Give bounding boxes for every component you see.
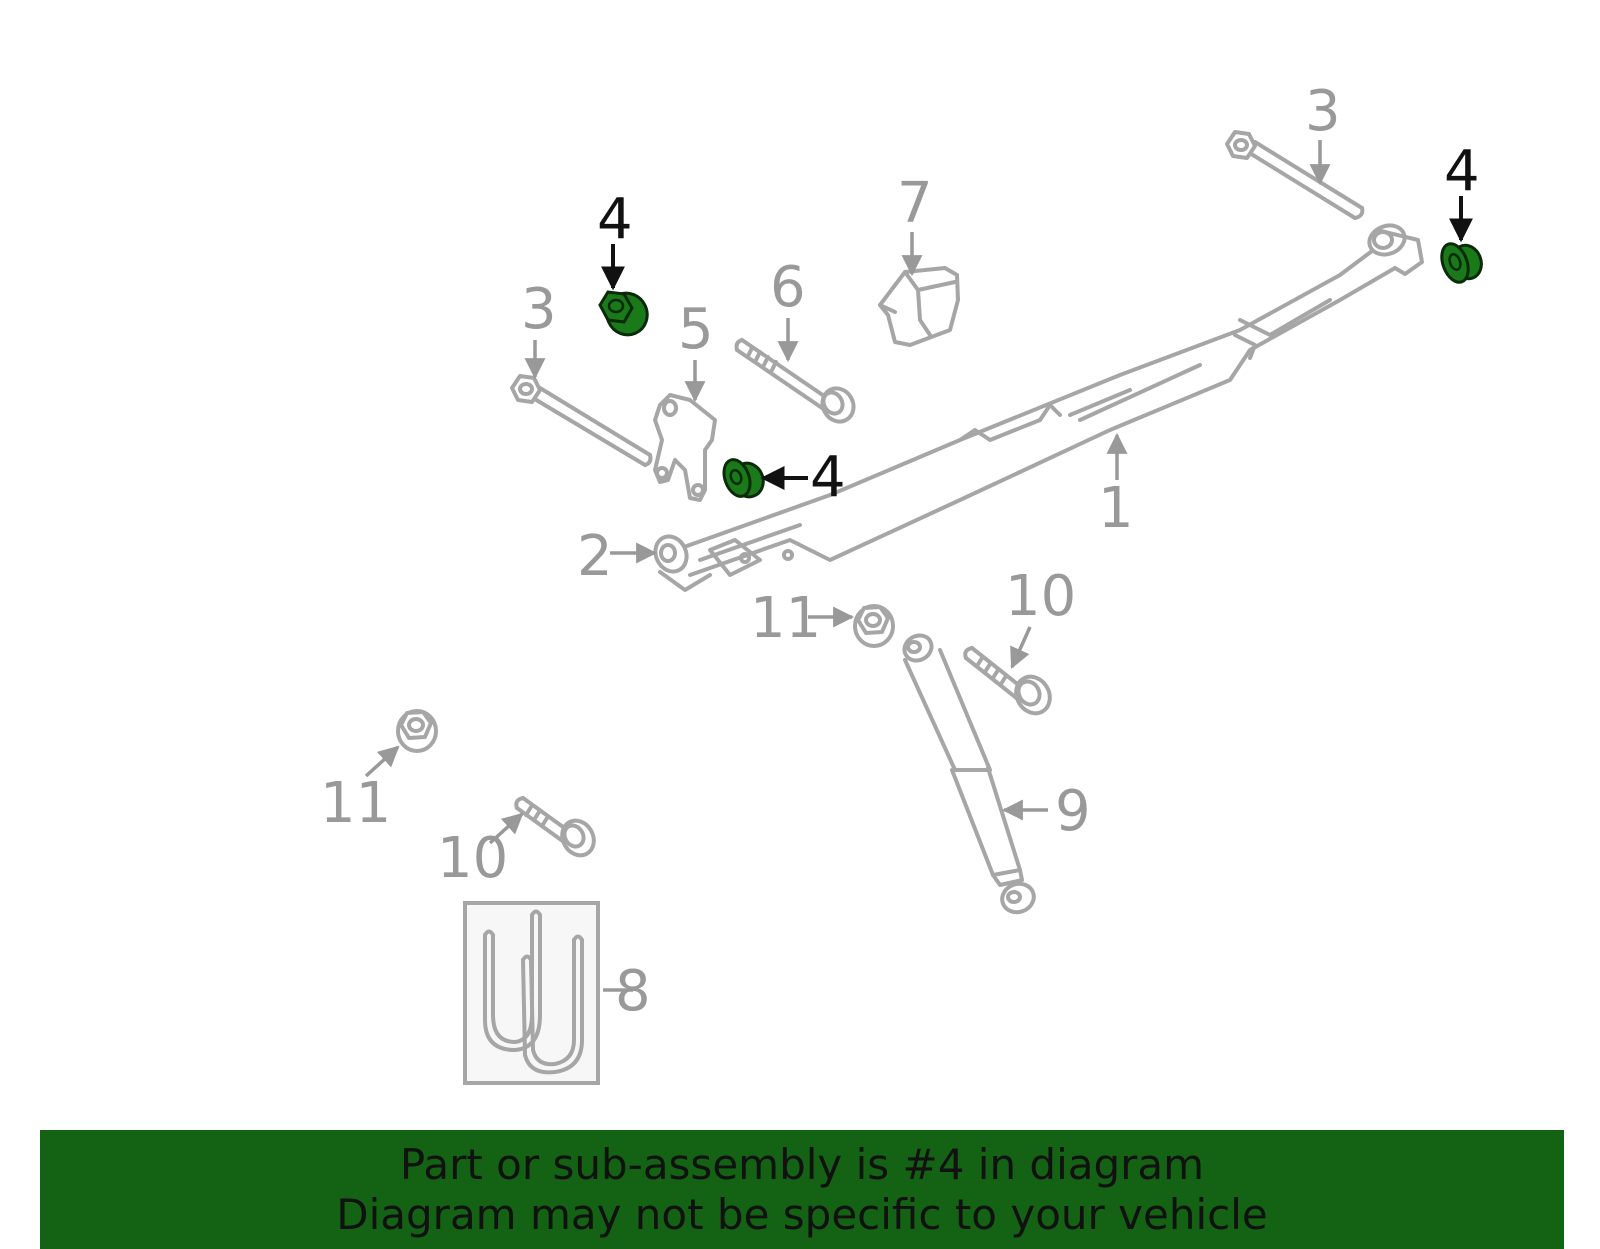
callout-10-right: 10 xyxy=(1005,564,1076,629)
shackle-bolt-right-part[interactable] xyxy=(1225,130,1365,220)
callout-8: 8 xyxy=(615,959,651,1024)
banner-line-disclaimer: Diagram may not be specific to your vehi… xyxy=(336,1189,1268,1239)
bushing-part[interactable] xyxy=(650,531,712,592)
callout-2: 2 xyxy=(577,524,613,589)
callout-9: 9 xyxy=(1055,779,1091,844)
highlighted-nut-right-part[interactable] xyxy=(1437,240,1486,286)
callout-3-right: 3 xyxy=(1305,79,1341,144)
u-bolt-kit-part[interactable] xyxy=(463,901,600,1085)
callout-3-left: 3 xyxy=(521,277,557,342)
callout-1: 1 xyxy=(1098,476,1134,541)
shock-bolt-right-part[interactable] xyxy=(963,646,1056,719)
highlighted-nut-top-left-part[interactable] xyxy=(598,287,654,342)
bump-stop-part[interactable] xyxy=(878,266,960,347)
parts-diagram: 1 2 3 3 4 4 4 5 6 7 8 9 10 10 11 11 xyxy=(320,79,1486,1085)
callout-11-left: 11 xyxy=(320,771,391,836)
callout-4-right: 4 xyxy=(1444,139,1480,204)
callout-4-middle: 4 xyxy=(810,445,846,510)
callout-10-left: 10 xyxy=(437,826,508,891)
shackle-bolt-left-part[interactable] xyxy=(510,374,653,467)
callout-11-middle: 11 xyxy=(750,586,821,651)
shock-nut-left-part[interactable] xyxy=(396,709,438,753)
bolt-part[interactable] xyxy=(734,338,860,427)
shackle-part[interactable] xyxy=(653,393,717,502)
highlighted-nut-middle-part[interactable] xyxy=(719,456,768,501)
shock-nut-middle-part[interactable] xyxy=(853,604,895,648)
info-banner: Part or sub-assembly is #4 in diagram Di… xyxy=(40,1130,1564,1249)
callout-4-top-left: 4 xyxy=(597,187,633,252)
shock-bolt-left-part[interactable] xyxy=(514,796,600,861)
leader-lines xyxy=(364,140,1473,992)
leaf-spring-part[interactable] xyxy=(668,221,1424,577)
callout-6: 6 xyxy=(770,255,806,320)
shock-absorber-part[interactable] xyxy=(900,631,1038,917)
callout-5: 5 xyxy=(678,297,714,362)
banner-line-part-number: Part or sub-assembly is #4 in diagram xyxy=(399,1139,1205,1189)
callout-7: 7 xyxy=(897,171,933,236)
